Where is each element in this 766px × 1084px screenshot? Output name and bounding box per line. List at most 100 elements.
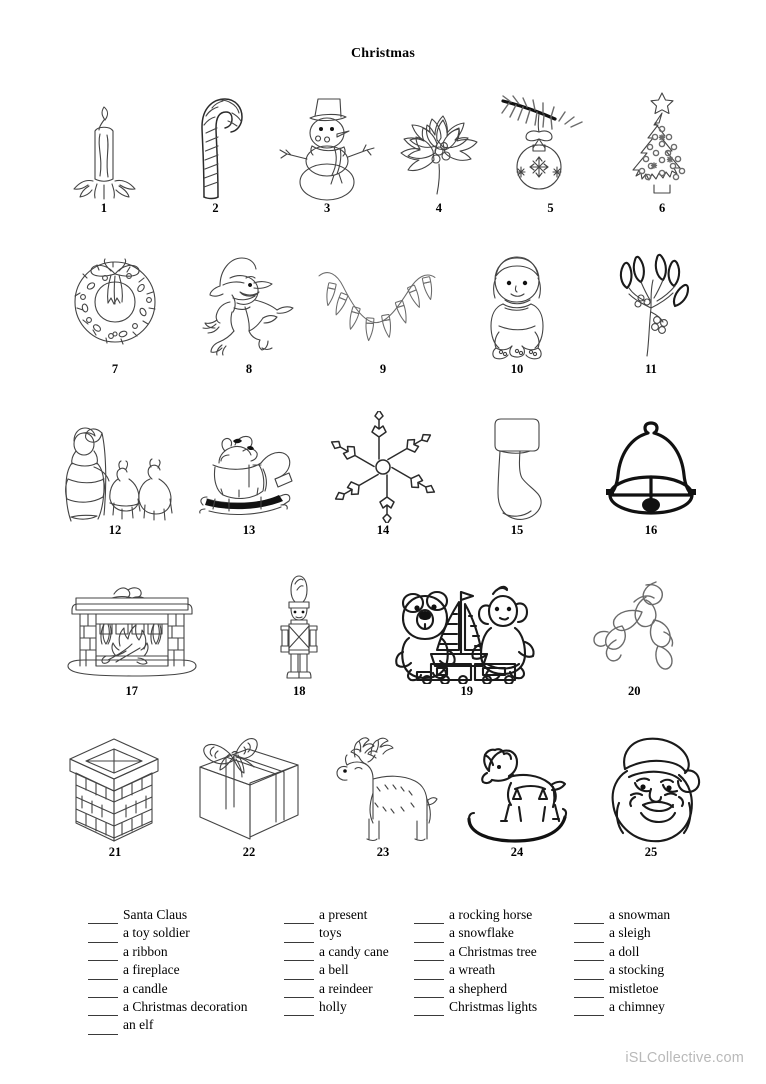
answer-blank[interactable] <box>284 1002 314 1017</box>
picture-number: 24 <box>510 845 524 859</box>
answer-blank[interactable] <box>88 929 118 943</box>
picture-number: 21 <box>108 845 122 859</box>
picture-number: 23 <box>376 845 390 859</box>
word-bank-item[interactable]: a stocking <box>574 961 708 980</box>
answer-blank[interactable] <box>414 929 444 943</box>
word-bank-item[interactable]: Santa Claus <box>88 906 284 925</box>
answer-blank[interactable] <box>574 947 604 962</box>
wreath-icon <box>74 258 156 345</box>
word-bank-item[interactable]: a bell <box>284 961 414 980</box>
site-watermark: iSLCollective.com <box>625 1050 744 1066</box>
ribbon-icon <box>593 581 674 670</box>
word-bank-item[interactable]: a sleigh <box>574 924 708 943</box>
answer-blank[interactable] <box>88 984 118 998</box>
answer-blank[interactable] <box>284 984 314 998</box>
picture-cell-20 <box>551 566 719 684</box>
toys-icon <box>394 585 535 684</box>
picture-cell-18 <box>216 566 384 684</box>
word-bank-item[interactable]: a snowman <box>574 906 708 925</box>
picture-row-numbers: 21 22 23 24 25 <box>0 845 766 867</box>
picture-number: 20 <box>628 684 641 698</box>
word-label: a rocking horse <box>449 906 533 922</box>
picture-number: 19 <box>460 684 474 698</box>
word-label: a shepherd <box>449 980 508 996</box>
word-label: a Christmas decoration <box>123 998 248 1014</box>
word-bank-item[interactable]: a reindeer <box>284 980 414 998</box>
answer-blank[interactable] <box>414 984 444 998</box>
word-bank-item[interactable]: a candle <box>88 980 284 998</box>
shepherd-icon <box>65 427 173 522</box>
answer-blank[interactable] <box>88 1021 118 1035</box>
word-bank-item[interactable]: a fireplace <box>88 961 284 980</box>
answer-blank[interactable] <box>414 910 444 925</box>
reindeer-icon <box>336 737 438 842</box>
word-bank-item[interactable]: a rocking horse <box>414 906 574 925</box>
picture-number: 17 <box>125 684 139 698</box>
picture-number: 13 <box>242 523 256 537</box>
picture-number: 5 <box>547 201 554 215</box>
picture-number: 4 <box>435 201 442 215</box>
answer-blank[interactable] <box>414 1002 444 1017</box>
word-bank-column: a rocking horse a snowflake a Christmas … <box>414 906 574 1035</box>
answer-blank[interactable] <box>574 966 604 980</box>
word-bank-item[interactable]: a toy soldier <box>88 924 284 943</box>
word-bank-item[interactable]: a chimney <box>574 998 708 1017</box>
word-bank-item[interactable]: mistletoe <box>574 980 708 998</box>
present-icon <box>199 738 299 840</box>
picture-row <box>0 76 766 201</box>
christmas-tree-icon <box>632 92 686 194</box>
answer-blank[interactable] <box>284 910 314 925</box>
word-bank-item[interactable]: a present <box>284 906 414 925</box>
answer-blank[interactable] <box>88 1002 118 1017</box>
answer-blank[interactable] <box>574 984 604 998</box>
word-bank-item[interactable]: a ribbon <box>88 943 284 962</box>
answer-blank[interactable] <box>88 966 118 980</box>
word-bank-item[interactable]: a candy cane <box>284 943 414 962</box>
word-label: a ribbon <box>123 943 168 959</box>
word-bank-item[interactable]: a doll <box>574 943 708 962</box>
word-bank-item[interactable]: a wreath <box>414 961 574 980</box>
picture-cell-5 <box>495 83 607 201</box>
picture-number: 15 <box>510 523 524 537</box>
answer-blank[interactable] <box>88 947 118 962</box>
picture-number: 10 <box>510 362 524 376</box>
rocking-horse-icon <box>467 748 568 843</box>
word-bank-item[interactable]: Christmas lights <box>414 998 574 1017</box>
picture-cell-23 <box>316 727 450 845</box>
picture-cell-9 <box>316 244 450 362</box>
word-label: a candy cane <box>319 943 389 959</box>
word-bank-column: a snowman a sleigh a doll a stocking mis… <box>574 906 708 1035</box>
answer-blank[interactable] <box>284 947 314 962</box>
picture-cell-25 <box>584 727 718 845</box>
word-bank-item[interactable]: a shepherd <box>414 980 574 998</box>
word-bank-item[interactable]: toys <box>284 924 414 943</box>
page-title: Christmas <box>350 46 416 61</box>
word-bank-item[interactable]: a Christmas decoration <box>88 998 284 1017</box>
word-bank-item[interactable]: an elf <box>88 1016 284 1035</box>
word-label: a candle <box>123 980 168 996</box>
picture-row-numbers: 7 8 9 10 11 <box>0 362 766 384</box>
answer-blank[interactable] <box>574 929 604 943</box>
word-bank-item[interactable]: a Christmas tree <box>414 943 574 962</box>
answer-blank[interactable] <box>284 929 314 943</box>
answer-blank[interactable] <box>414 966 444 980</box>
picture-number: 14 <box>376 523 390 537</box>
picture-row-numbers: 12 13 14 15 16 <box>0 523 766 545</box>
word-bank-item[interactable]: holly <box>284 998 414 1017</box>
snowflake-icon <box>330 411 436 523</box>
answer-blank[interactable] <box>88 910 118 925</box>
answer-blank[interactable] <box>574 910 604 925</box>
answer-blank[interactable] <box>414 947 444 962</box>
picture-cell-19 <box>383 566 551 684</box>
snowman-icon <box>279 98 375 201</box>
answer-blank[interactable] <box>284 966 314 980</box>
mistletoe-icon <box>619 253 690 357</box>
holly-icon <box>400 115 478 195</box>
picture-number: 12 <box>108 523 122 537</box>
word-bank-item[interactable]: a snowflake <box>414 924 574 943</box>
picture-cell-3 <box>271 83 383 201</box>
picture-number: 2 <box>212 201 219 215</box>
answer-blank[interactable] <box>574 1002 604 1017</box>
word-label: a bell <box>319 962 349 978</box>
picture-row <box>0 559 766 684</box>
